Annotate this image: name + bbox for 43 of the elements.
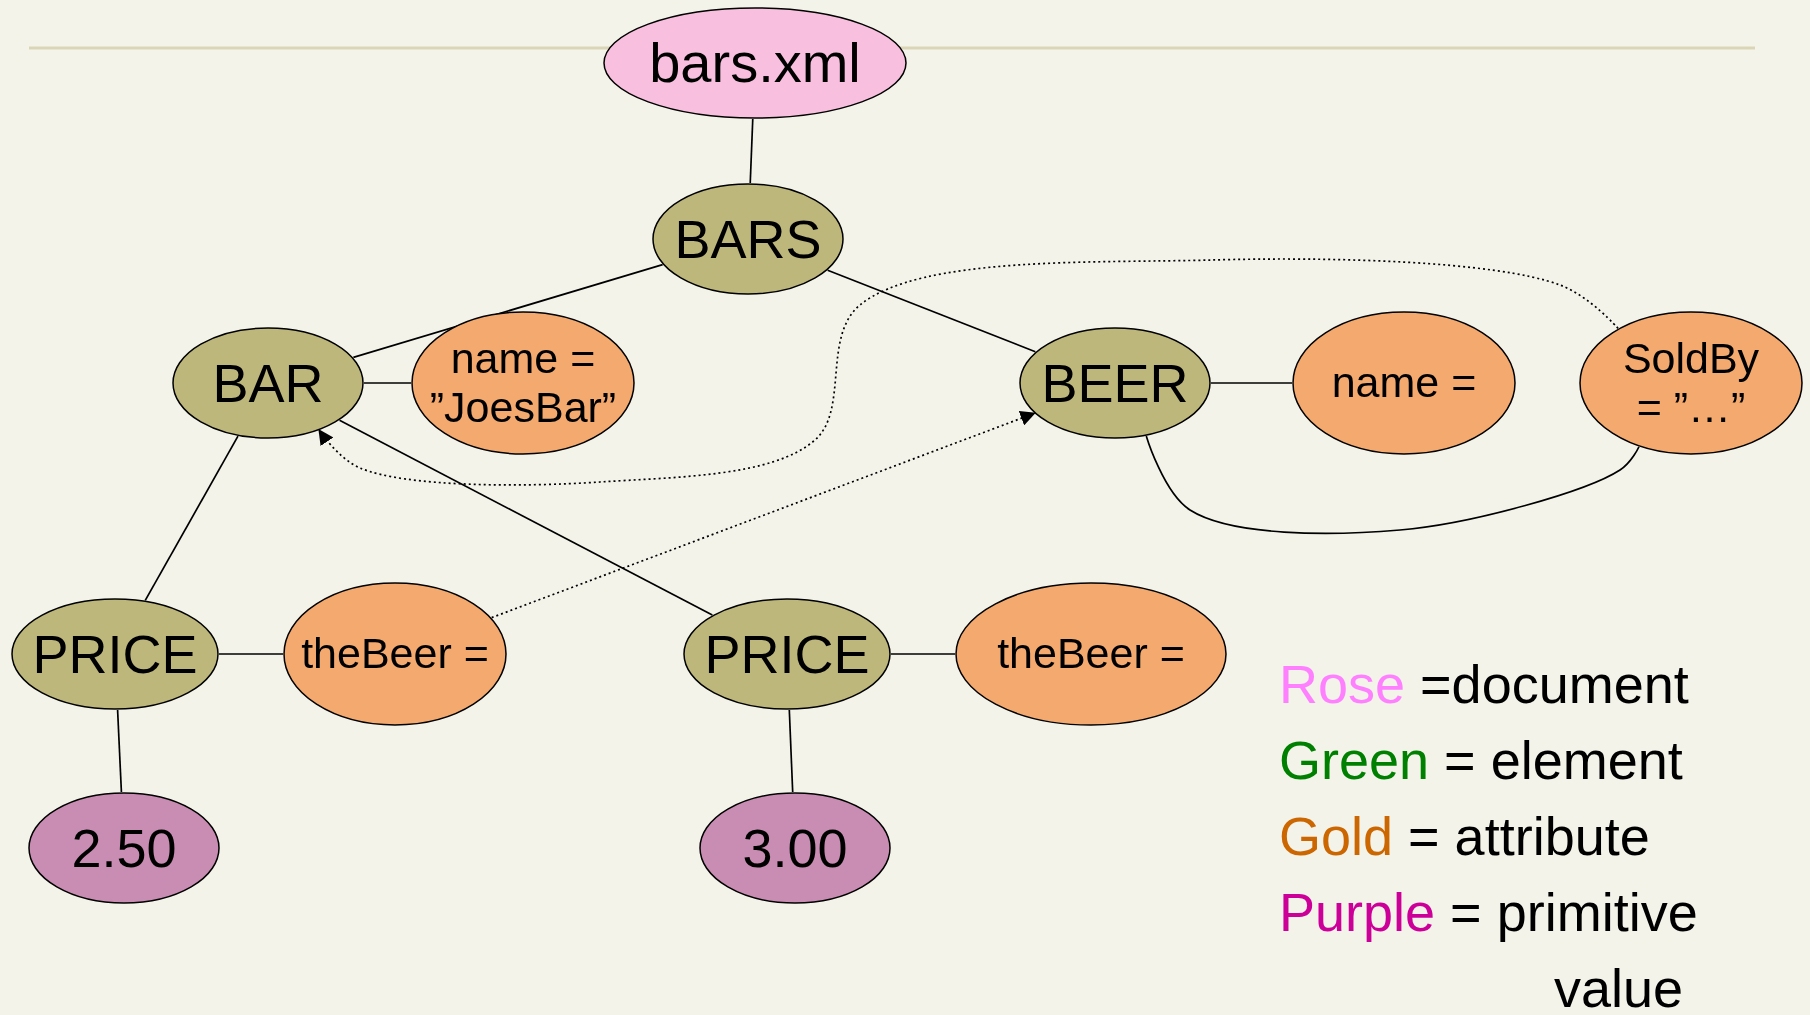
element-ellipse (1019, 327, 1211, 439)
node-label: BAR (212, 351, 324, 415)
connector-line (826, 269, 1037, 353)
element-ellipse (652, 183, 844, 295)
value-ellipse (699, 792, 891, 904)
legend-entry: Purple = primitive value (1279, 881, 1699, 1015)
element-ellipse (172, 327, 364, 439)
dotted-arrow (490, 411, 1036, 619)
node-label: 3.00 (742, 816, 848, 880)
connector-line (749, 118, 754, 184)
connector-line (144, 435, 239, 602)
value-ellipse (28, 792, 220, 904)
document-ellipse (603, 7, 907, 119)
connector-line (363, 382, 412, 384)
connector-line (788, 709, 794, 793)
legend-entry: Gold = attribute (1279, 805, 1651, 868)
connector-line (338, 419, 714, 616)
connector-line (116, 709, 123, 793)
dotted-arrow (318, 258, 1619, 486)
attribute-ellipse (411, 311, 635, 455)
element-ellipse (11, 598, 219, 710)
attribute-ellipse (1292, 311, 1516, 455)
node-label: 2.50 (71, 816, 177, 880)
connector-line (1210, 382, 1293, 384)
node-label: BEER (1041, 351, 1189, 415)
attribute-ellipse (1579, 311, 1803, 455)
node-label: theBeer = (301, 629, 489, 679)
node-label: name = (1331, 358, 1477, 408)
node-label: name = ”JoesBar” (428, 333, 618, 433)
connector-line (890, 653, 956, 655)
legend-entry: Green = element (1279, 729, 1684, 792)
node-label: PRICE (32, 622, 198, 686)
attribute-ellipse (955, 582, 1227, 726)
element-ellipse (683, 598, 891, 710)
legend-entry: Rose =document (1279, 653, 1690, 716)
connector-line (218, 653, 284, 655)
attribute-ellipse (283, 582, 507, 726)
node-label: PRICE (704, 622, 870, 686)
connector-line (1145, 435, 1640, 535)
node-label: BARS (674, 207, 822, 271)
node-label: SoldBy = ”…” (1621, 333, 1761, 433)
node-label: bars.xml (649, 30, 861, 96)
node-label: theBeer = (997, 629, 1185, 679)
